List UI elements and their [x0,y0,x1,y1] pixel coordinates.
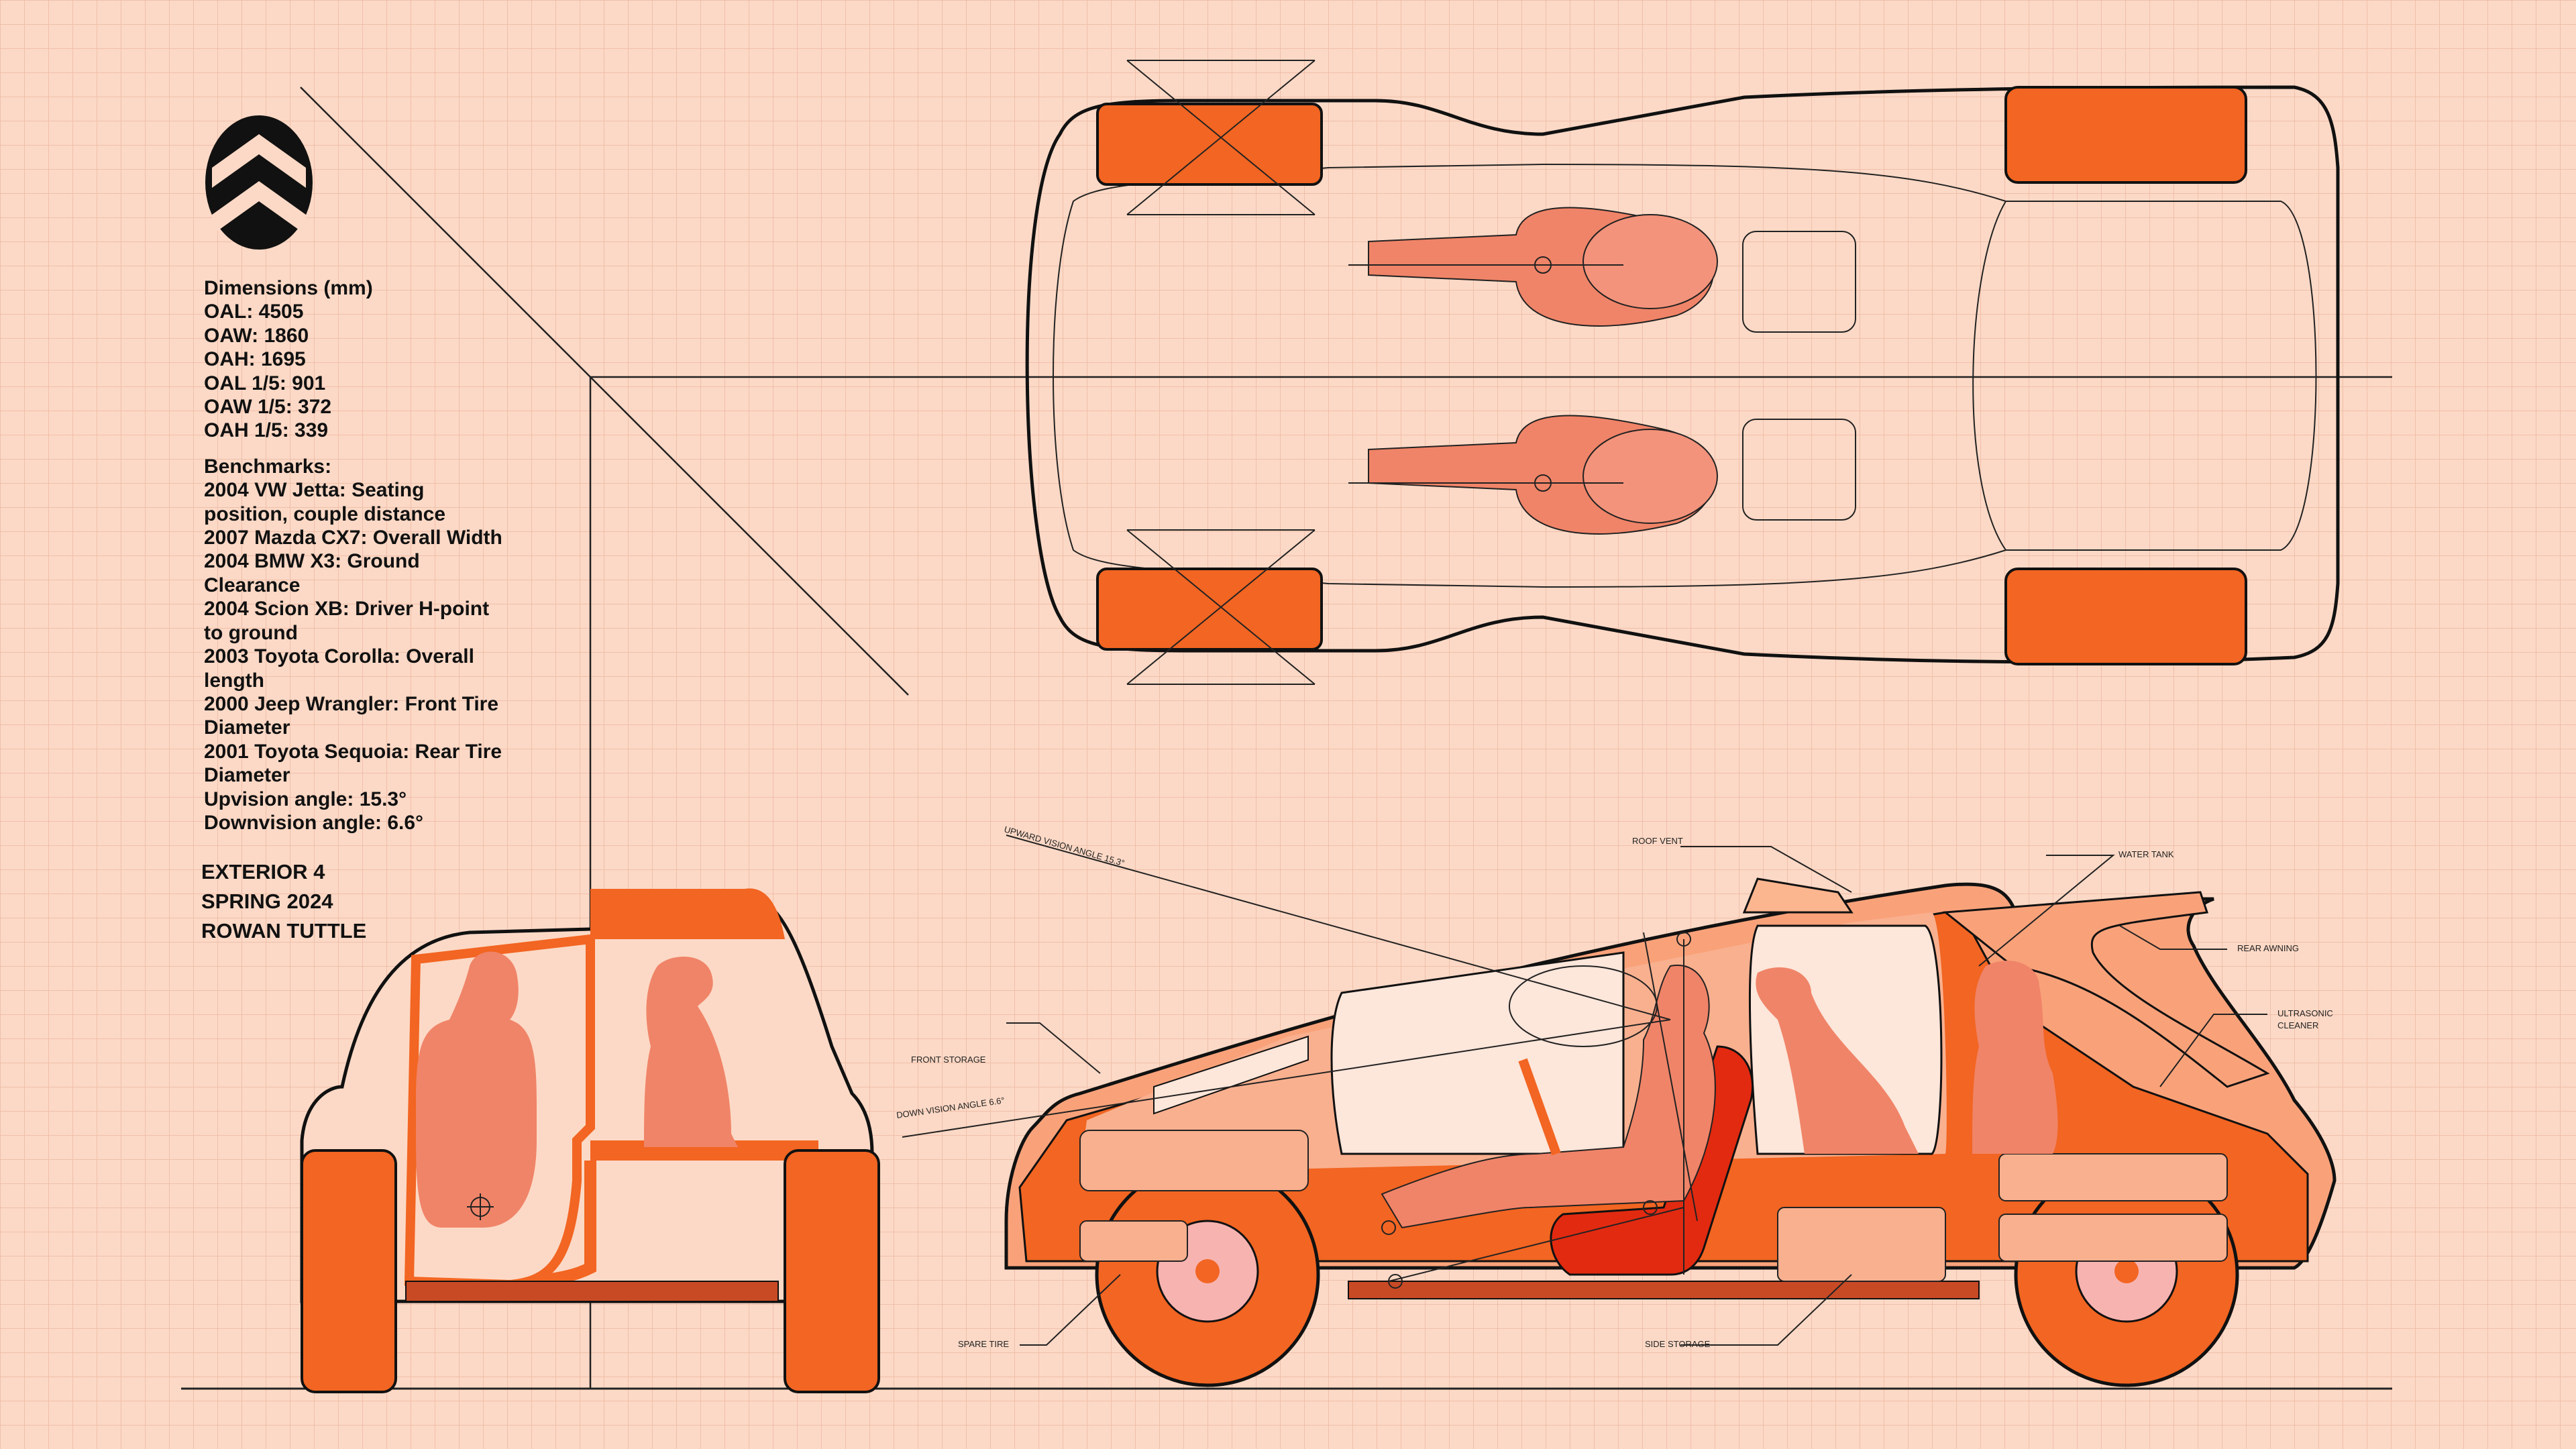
callout-water-tank: WATER TANK [2118,849,2174,859]
rear-dog-figure [1972,960,2058,1154]
project-term: SPRING 2024 [201,890,333,913]
benchmark-line: position, couple distance [204,502,446,525]
side-view: UPWARD VISION ANGLE 15.3° DOWN VISION AN… [896,824,2337,1387]
benchmark-line: Downvision angle: 6.6° [204,811,424,834]
callout-side-storage: SIDE STORAGE [1645,1339,1711,1349]
dimensions-title: Dimensions (mm) [204,277,373,299]
project-author: ROWAN TUTTLE [201,919,367,943]
side-dog-figure [1756,967,1919,1154]
callout-rear-awning: REAR AWNING [2237,943,2299,953]
dimension-oah: OAH: 1695 [204,348,306,371]
benchmark-line: 2001 Toyota Sequoia: Rear Tire [204,740,502,763]
benchmark-line: Upvision angle: 15.3° [204,788,407,810]
spec-gap [204,443,580,455]
benchmark-line: 2004 VW Jetta: Seating [204,479,425,502]
dimension-oal-fifth: OAL 1/5: 901 [204,372,326,394]
dimension-oah-fifth: OAH 1/5: 339 [204,419,329,442]
project-title: EXTERIOR 4 [201,860,325,883]
benchmark-line: Clearance [204,574,301,596]
credits-block: EXTERIOR 4 SPRING 2024 ROWAN TUTTLE [201,857,366,946]
callout-front-storage: FRONT STORAGE [911,1055,986,1065]
callout-spare-tire: SPARE TIRE [958,1339,1009,1349]
benchmark-line: 2000 Jeep Wrangler: Front Tire [204,692,499,715]
dog-silhouette [644,957,738,1147]
construction-lines [181,87,2392,1390]
dimension-oal: OAL: 4505 [204,301,304,323]
callout-ultrasonic-1: ULTRASONIC [2277,1008,2333,1018]
benchmark-line: 2004 Scion XB: Driver H-point [204,598,490,621]
spec-block: Dimensions (mm) OAL: 4505 OAW: 1860 OAH:… [204,276,580,835]
benchmark-line: 2004 BMW X3: Ground [204,550,420,573]
benchmark-line: 2003 Toyota Corolla: Overall [204,645,474,668]
top-view [1025,60,2340,685]
benchmark-line: length [204,669,264,692]
driver-figure [1381,964,1716,1229]
benchmark-line: Diameter [204,764,290,787]
benchmark-line: to ground [204,621,298,644]
benchmark-line: 2007 Mazda CX7: Overall Width [204,527,502,549]
callout-ultrasonic-2: CLEANER [2277,1020,2318,1030]
chevron-emblem-icon [205,115,313,250]
front-view [300,888,880,1393]
benchmark-line: Diameter [204,716,290,739]
dimension-oaw-fifth: OAW 1/5: 372 [204,396,332,419]
callout-roof-vent: ROOF VENT [1632,836,1683,846]
benchmarks-title: Benchmarks: [204,455,332,478]
seated-person-silhouette [416,951,537,1228]
dimension-oaw: OAW: 1860 [204,324,309,347]
